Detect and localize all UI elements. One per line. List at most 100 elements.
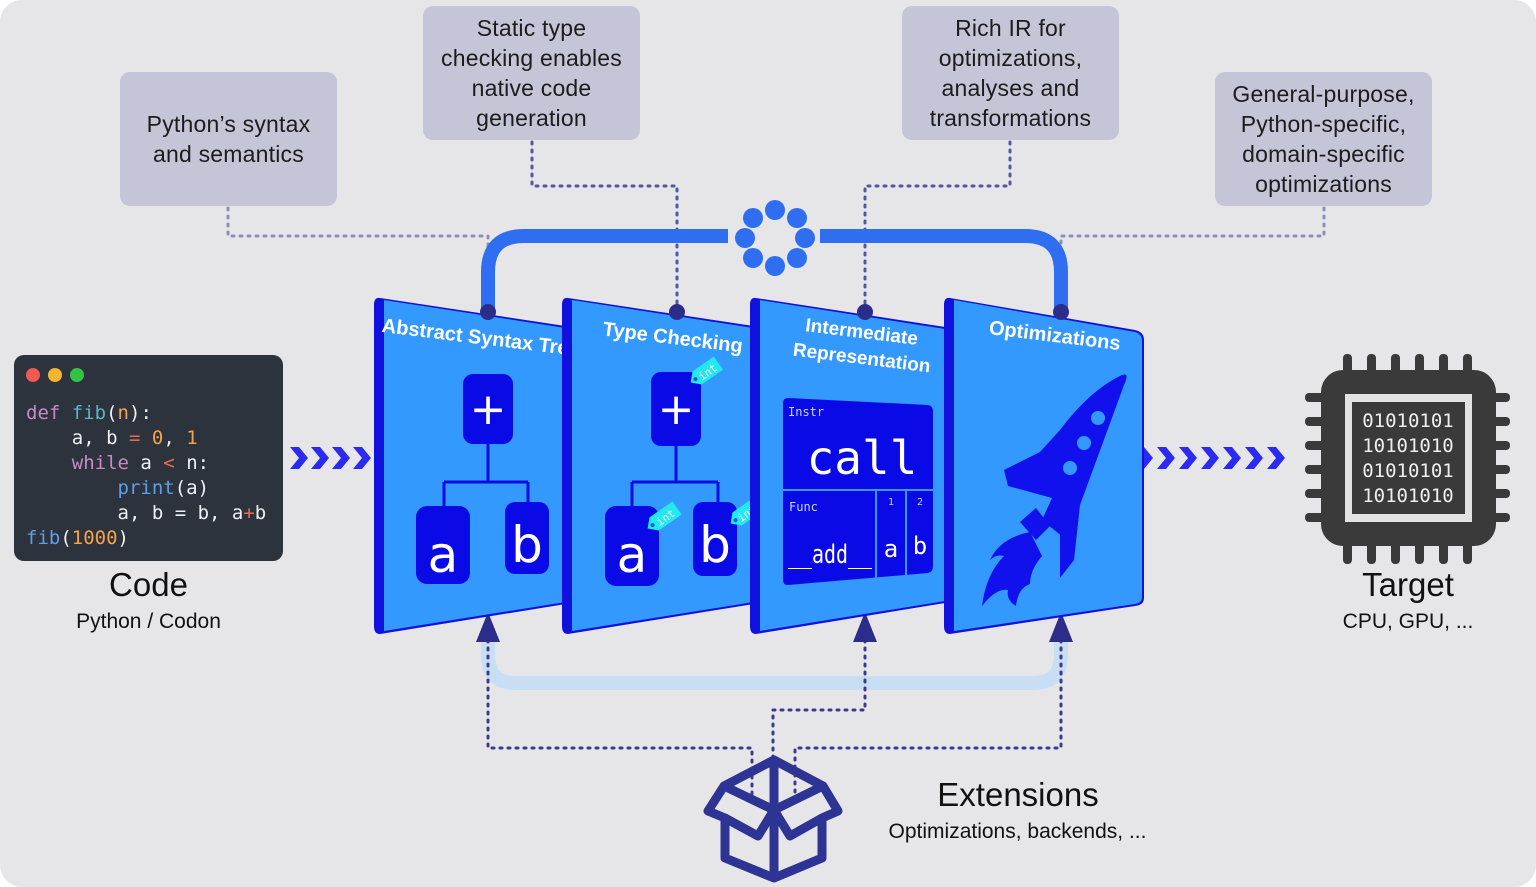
stage-intermediate-representation: Intermediate Representation Instr call F… <box>750 297 945 634</box>
chip-bits-line: 10101010 <box>1362 485 1454 507</box>
code-block: def fib(n): a, b = 0, 1 while a < n: pri… <box>26 401 266 551</box>
extensions-title: Extensions <box>937 776 1099 813</box>
code-token: a, b <box>26 427 129 449</box>
target-subtitle: CPU, GPU, ... <box>1342 610 1474 633</box>
code-line: a, b = b, a+b <box>26 502 267 524</box>
arrow-up-icon <box>1049 612 1073 642</box>
ir-func-label: Func <box>789 500 818 514</box>
note-line: analyses and <box>941 75 1080 101</box>
node-label: b <box>699 516 731 574</box>
node-label: + <box>658 384 695 435</box>
node-label: b <box>511 516 543 574</box>
note-line: generation <box>476 105 587 131</box>
arrow-up-icon <box>476 612 500 642</box>
ir-instr-label: Instr <box>788 405 824 419</box>
window-minimize-dot <box>48 368 62 382</box>
node-label: + <box>470 384 507 435</box>
code-token: 0 <box>151 427 164 449</box>
connector-ir <box>863 140 1012 314</box>
code-token: < <box>163 452 175 474</box>
stage-optimizations: Optimizations <box>944 297 1144 634</box>
stage-ast: Abstract Syntax Tree + a b <box>374 297 581 634</box>
code-token: fib <box>71 402 107 424</box>
code-token: ) <box>117 527 129 549</box>
code-token: n <box>117 402 129 424</box>
connector-dots <box>480 304 1069 320</box>
ir-arg-index: 2 <box>917 497 923 508</box>
stage-type-checking: Type Checking + a b int int int <box>562 297 760 634</box>
open-box-icon <box>703 755 843 883</box>
code-line: print(a) <box>26 477 210 499</box>
loop-spinner-icon <box>735 200 815 276</box>
note-syntax-semantics: Python’s syntax and semantics <box>120 72 337 206</box>
ast-root-node <box>463 374 513 444</box>
code-token: + <box>243 502 255 524</box>
ir-func-value: __add__ <box>788 540 872 570</box>
code-line: a, b = 0, 1 <box>26 427 198 449</box>
code-token: 1000 <box>71 527 118 549</box>
note-line: Python’s syntax <box>146 111 311 137</box>
connector-opts <box>1059 206 1326 314</box>
note-line: transformations <box>929 105 1092 131</box>
code-token: (a) <box>174 477 210 499</box>
code-token: ( <box>60 527 72 549</box>
code-token: = <box>128 427 141 449</box>
chip-bits-line: 01010101 <box>1362 410 1454 432</box>
pipeline-loop <box>481 229 1068 312</box>
code-subtitle: Python / Codon <box>76 610 221 633</box>
note-line: General-purpose, <box>1232 81 1415 107</box>
window-maximize-dot <box>70 368 84 382</box>
extensions-subtitle: Optimizations, backends, ... <box>888 820 1147 843</box>
ir-arg-value: b <box>913 532 927 560</box>
code-line: def fib(n): <box>26 402 152 424</box>
code-token: ): <box>129 402 152 424</box>
code-token: b <box>254 502 267 524</box>
arrow-up-icon <box>853 612 877 642</box>
code-window: def fib(n): a, b = 0, 1 while a < n: pri… <box>14 355 283 561</box>
input-chevrons-icon <box>290 447 371 469</box>
ir-instr-box <box>783 398 933 585</box>
note-line: Rich IR for <box>955 15 1066 41</box>
code-token <box>26 477 118 499</box>
rocket-windows <box>1063 411 1105 475</box>
cpu-chip-icon: 01010101 10101010 01010101 10101010 <box>1305 354 1510 564</box>
code-token <box>26 452 72 474</box>
connector-syntax <box>226 206 490 314</box>
tc-left-node <box>605 506 659 586</box>
note-line: checking enables <box>441 45 622 71</box>
note-line: Python-specific, <box>1240 111 1407 137</box>
code-title: Code <box>109 566 188 603</box>
extension-loop <box>481 640 1068 690</box>
note-line: optimizations, <box>938 45 1083 71</box>
code-token: n: <box>174 452 210 474</box>
ir-instr-value: call <box>807 431 918 485</box>
note-line: Static type <box>476 15 587 41</box>
connector-typecheck <box>530 140 679 314</box>
code-token: a <box>128 452 164 474</box>
window-close-dot <box>26 368 40 382</box>
code-token: , <box>163 427 187 449</box>
note-static-typing: Static type checking enables native code ge… <box>423 6 640 140</box>
note-line: optimizations <box>1255 171 1392 197</box>
ir-arg-value: a <box>884 535 898 563</box>
tc-root-node <box>651 372 701 446</box>
ast-left-node <box>416 506 470 584</box>
code-token: def <box>26 402 72 424</box>
note-line: and semantics <box>153 141 304 167</box>
node-label: a <box>428 526 459 584</box>
target-title: Target <box>1362 566 1454 603</box>
code-token: fib <box>26 527 61 549</box>
ir-arg-index: 1 <box>888 497 894 508</box>
chip-bits-line: 01010101 <box>1362 460 1454 482</box>
note-connectors <box>226 140 1326 314</box>
node-label: a <box>617 526 648 584</box>
note-line: native code <box>471 75 592 101</box>
code-line: while a < n: <box>26 452 209 474</box>
code-token: while <box>71 452 129 474</box>
code-token <box>140 427 151 449</box>
note-optimization-kinds: General-purpose,Python-specific,domain-s… <box>1215 72 1432 206</box>
tc-right-node <box>693 502 737 576</box>
code-token: 1 <box>186 427 198 449</box>
